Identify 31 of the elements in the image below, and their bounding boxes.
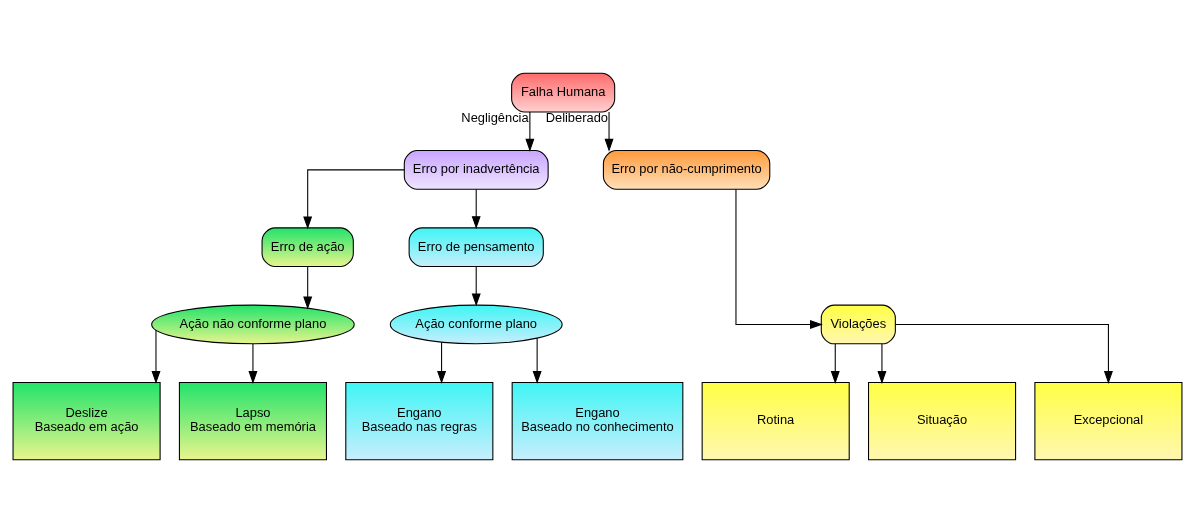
node-box: Situação: [868, 381, 1017, 460]
node-box: Violações: [820, 304, 896, 344]
arrow: [735, 188, 823, 329]
arrow: [248, 342, 258, 384]
node-ellipse: Ação não conforme plano: [151, 304, 355, 344]
node-box: Lapso Baseado em memória: [178, 381, 327, 460]
arrow: [604, 111, 614, 152]
arrow: [532, 337, 542, 384]
arrow: [437, 341, 447, 384]
arrow: [877, 342, 887, 384]
node-box: Deslize Baseado em ação: [12, 381, 161, 460]
node-box: Excepcional: [1034, 381, 1183, 460]
arrow: [525, 111, 535, 152]
node-box: Erro de pensamento: [408, 226, 544, 267]
node-box: Erro de ação: [261, 226, 354, 267]
arrow: [471, 188, 481, 229]
arrow: [471, 265, 481, 306]
node-box: Erro por inadvertência: [403, 149, 549, 190]
arrow: [830, 342, 840, 384]
arrow: [894, 323, 1113, 384]
node-box: Rotina: [701, 381, 850, 460]
node-box: Falha Humana: [511, 72, 616, 112]
node-box: Erro por não-cumprimento: [602, 149, 771, 190]
node-box: Engano Baseado no conhecimento: [511, 381, 684, 460]
arrow: [303, 265, 313, 309]
edge-label: Negligência: [461, 109, 529, 125]
node-box: Engano Baseado nas regras: [345, 381, 494, 460]
node-ellipse: Ação conforme plano: [389, 304, 563, 344]
arrow: [303, 168, 405, 229]
edge-label: Deliberado: [545, 109, 608, 125]
arrow: [151, 328, 161, 384]
